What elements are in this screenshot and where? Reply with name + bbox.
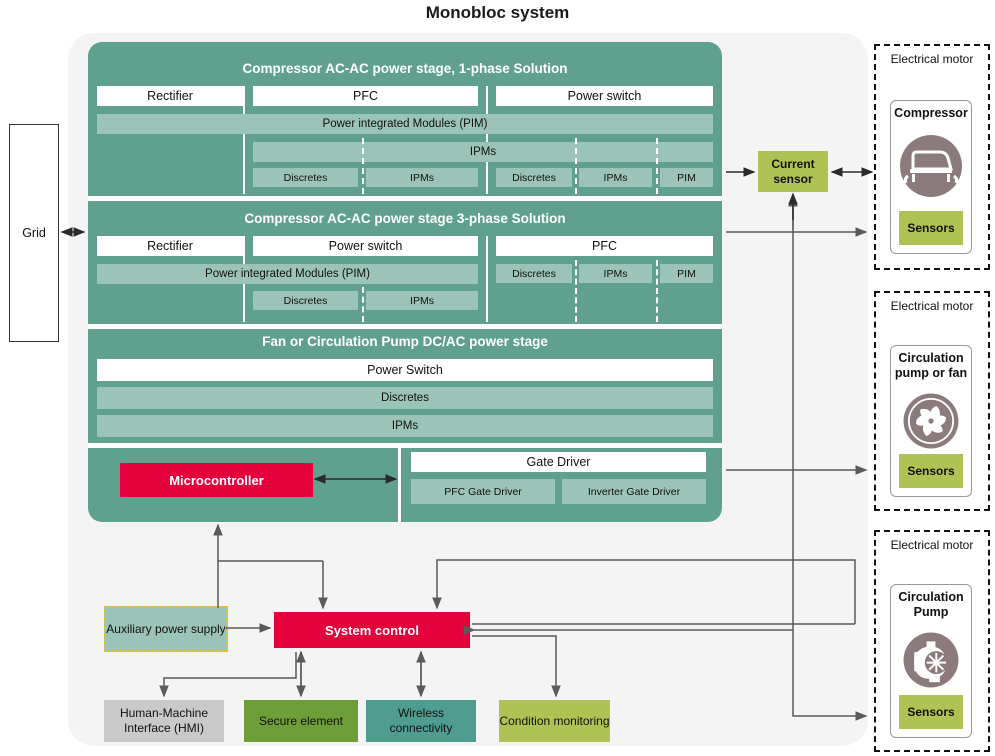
block-power-switch-1phase[interactable]: Power switch	[496, 86, 713, 106]
motor-name-compressor: Compressor	[894, 106, 968, 120]
sensors-badge-fan[interactable]: Sensors	[899, 454, 963, 488]
microcontroller-block[interactable]: Microcontroller	[120, 463, 313, 497]
stage-1phase-dash-1	[362, 138, 364, 194]
stage-separator-2	[88, 324, 722, 329]
motor-name-pump: Circulation Pump	[898, 590, 964, 619]
block-pim-3phase-leaf[interactable]: PIM	[660, 264, 713, 283]
auxiliary-power-supply-block[interactable]: Auxiliary power supply	[104, 606, 228, 652]
stage-separator-1	[88, 196, 722, 201]
block-pim-1phase-leaf[interactable]: PIM	[660, 168, 713, 187]
block-pim-3phase[interactable]: Power integrated Modules (PIM)	[97, 264, 478, 284]
chip-hmi[interactable]: Human-Machine Interface (HMI)	[104, 700, 224, 742]
block-ipms-1phase[interactable]: IPMs	[253, 142, 713, 162]
sensors-badge-pump[interactable]: Sensors	[899, 695, 963, 729]
block-pfc-3phase[interactable]: PFC	[496, 236, 713, 256]
block-discretes-fan[interactable]: Discretes	[97, 387, 713, 409]
gate-driver-block[interactable]: Gate Driver	[411, 452, 706, 472]
controller-column-divider	[398, 448, 401, 522]
block-power-switch-fan[interactable]: Power Switch	[97, 359, 713, 381]
chip-condition-monitoring[interactable]: Condition monitoring	[499, 700, 610, 742]
stage-3phase-dash-1	[362, 287, 364, 322]
current-sensor-block[interactable]: Current sensor	[758, 151, 828, 192]
block-discretes-3phase-a[interactable]: Discretes	[253, 291, 358, 310]
block-pfc-1phase[interactable]: PFC	[253, 86, 478, 106]
motor-header-pump: Electrical motor	[890, 538, 974, 552]
stage-3phase-dash-2	[575, 260, 577, 322]
pfc-gate-driver-block[interactable]: PFC Gate Driver	[411, 479, 555, 504]
stage-3phase-column-divider-2	[486, 236, 488, 322]
grid-box: Grid	[9, 124, 59, 342]
block-ipms-1phase-a[interactable]: IPMs	[366, 168, 478, 187]
power-stage-card: Compressor AC-AC power stage, 1-phase So…	[88, 42, 722, 522]
block-discretes-1phase-a[interactable]: Discretes	[253, 168, 358, 187]
block-pim-1phase[interactable]: Power integrated Modules (PIM)	[97, 114, 713, 134]
system-control-block[interactable]: System control	[274, 612, 470, 648]
stage-1phase-column-divider-2	[486, 86, 488, 194]
sensors-badge-compressor[interactable]: Sensors	[899, 211, 963, 245]
stage-1phase-column-divider-1	[243, 86, 245, 194]
stage-3phase: Compressor AC-AC power stage 3-phase Sol…	[88, 208, 722, 230]
stage-3phase-title: Compressor AC-AC power stage 3-phase Sol…	[244, 211, 566, 226]
inverter-gate-driver-block[interactable]: Inverter Gate Driver	[562, 479, 706, 504]
block-discretes-1phase-b[interactable]: Discretes	[496, 168, 572, 187]
chip-wireless-connectivity[interactable]: Wireless connectivity	[366, 700, 476, 742]
block-ipms-fan[interactable]: IPMs	[97, 415, 713, 437]
motor-panel-pump: Electrical motor Circulation Pump	[874, 530, 990, 752]
motor-card-pump: Circulation Pump Sensors	[890, 584, 972, 738]
stage-fan-pump-title: Fan or Circulation Pump DC/AC power stag…	[262, 334, 548, 349]
block-ipms-1phase-b[interactable]: IPMs	[579, 168, 652, 187]
motor-header-compressor: Electrical motor	[890, 52, 974, 66]
motor-panel-compressor: Electrical motor Compressor Sensors	[874, 44, 990, 270]
stage-1phase-title: Compressor AC-AC power stage, 1-phase So…	[242, 61, 568, 76]
block-ipms-3phase-b[interactable]: IPMs	[579, 264, 652, 283]
block-rectifier-3phase[interactable]: Rectifier	[97, 236, 243, 256]
page-title: Monobloc system	[425, 3, 570, 22]
stage-1phase-dash-2	[575, 138, 577, 194]
motor-name-fan: Circulation pump or fan	[894, 351, 968, 380]
motor-card-compressor: Compressor Sensors	[890, 100, 972, 254]
block-rectifier-1phase[interactable]: Rectifier	[97, 86, 243, 106]
block-ipms-3phase-a[interactable]: IPMs	[366, 291, 478, 310]
stage-separator-3	[88, 443, 722, 448]
stage-1phase: Compressor AC-AC power stage, 1-phase So…	[88, 58, 722, 80]
grid-label: Grid	[22, 226, 46, 240]
fan-icon	[903, 393, 959, 449]
block-discretes-3phase-b[interactable]: Discretes	[496, 264, 572, 283]
block-power-switch-3phase[interactable]: Power switch	[253, 236, 478, 256]
chip-secure-element[interactable]: Secure element	[244, 700, 358, 742]
motor-header-fan: Electrical motor	[890, 299, 974, 313]
motor-panel-fan: Electrical motor Circulation pump or fan…	[874, 291, 990, 511]
motor-card-fan: Circulation pump or fan Sensors	[890, 345, 972, 497]
stage-fan-pump: Fan or Circulation Pump DC/AC power stag…	[88, 331, 722, 353]
stage-1phase-dash-3	[656, 138, 658, 194]
pump-icon	[903, 632, 959, 688]
stage-3phase-dash-3	[656, 260, 658, 322]
compressor-icon	[900, 135, 962, 197]
